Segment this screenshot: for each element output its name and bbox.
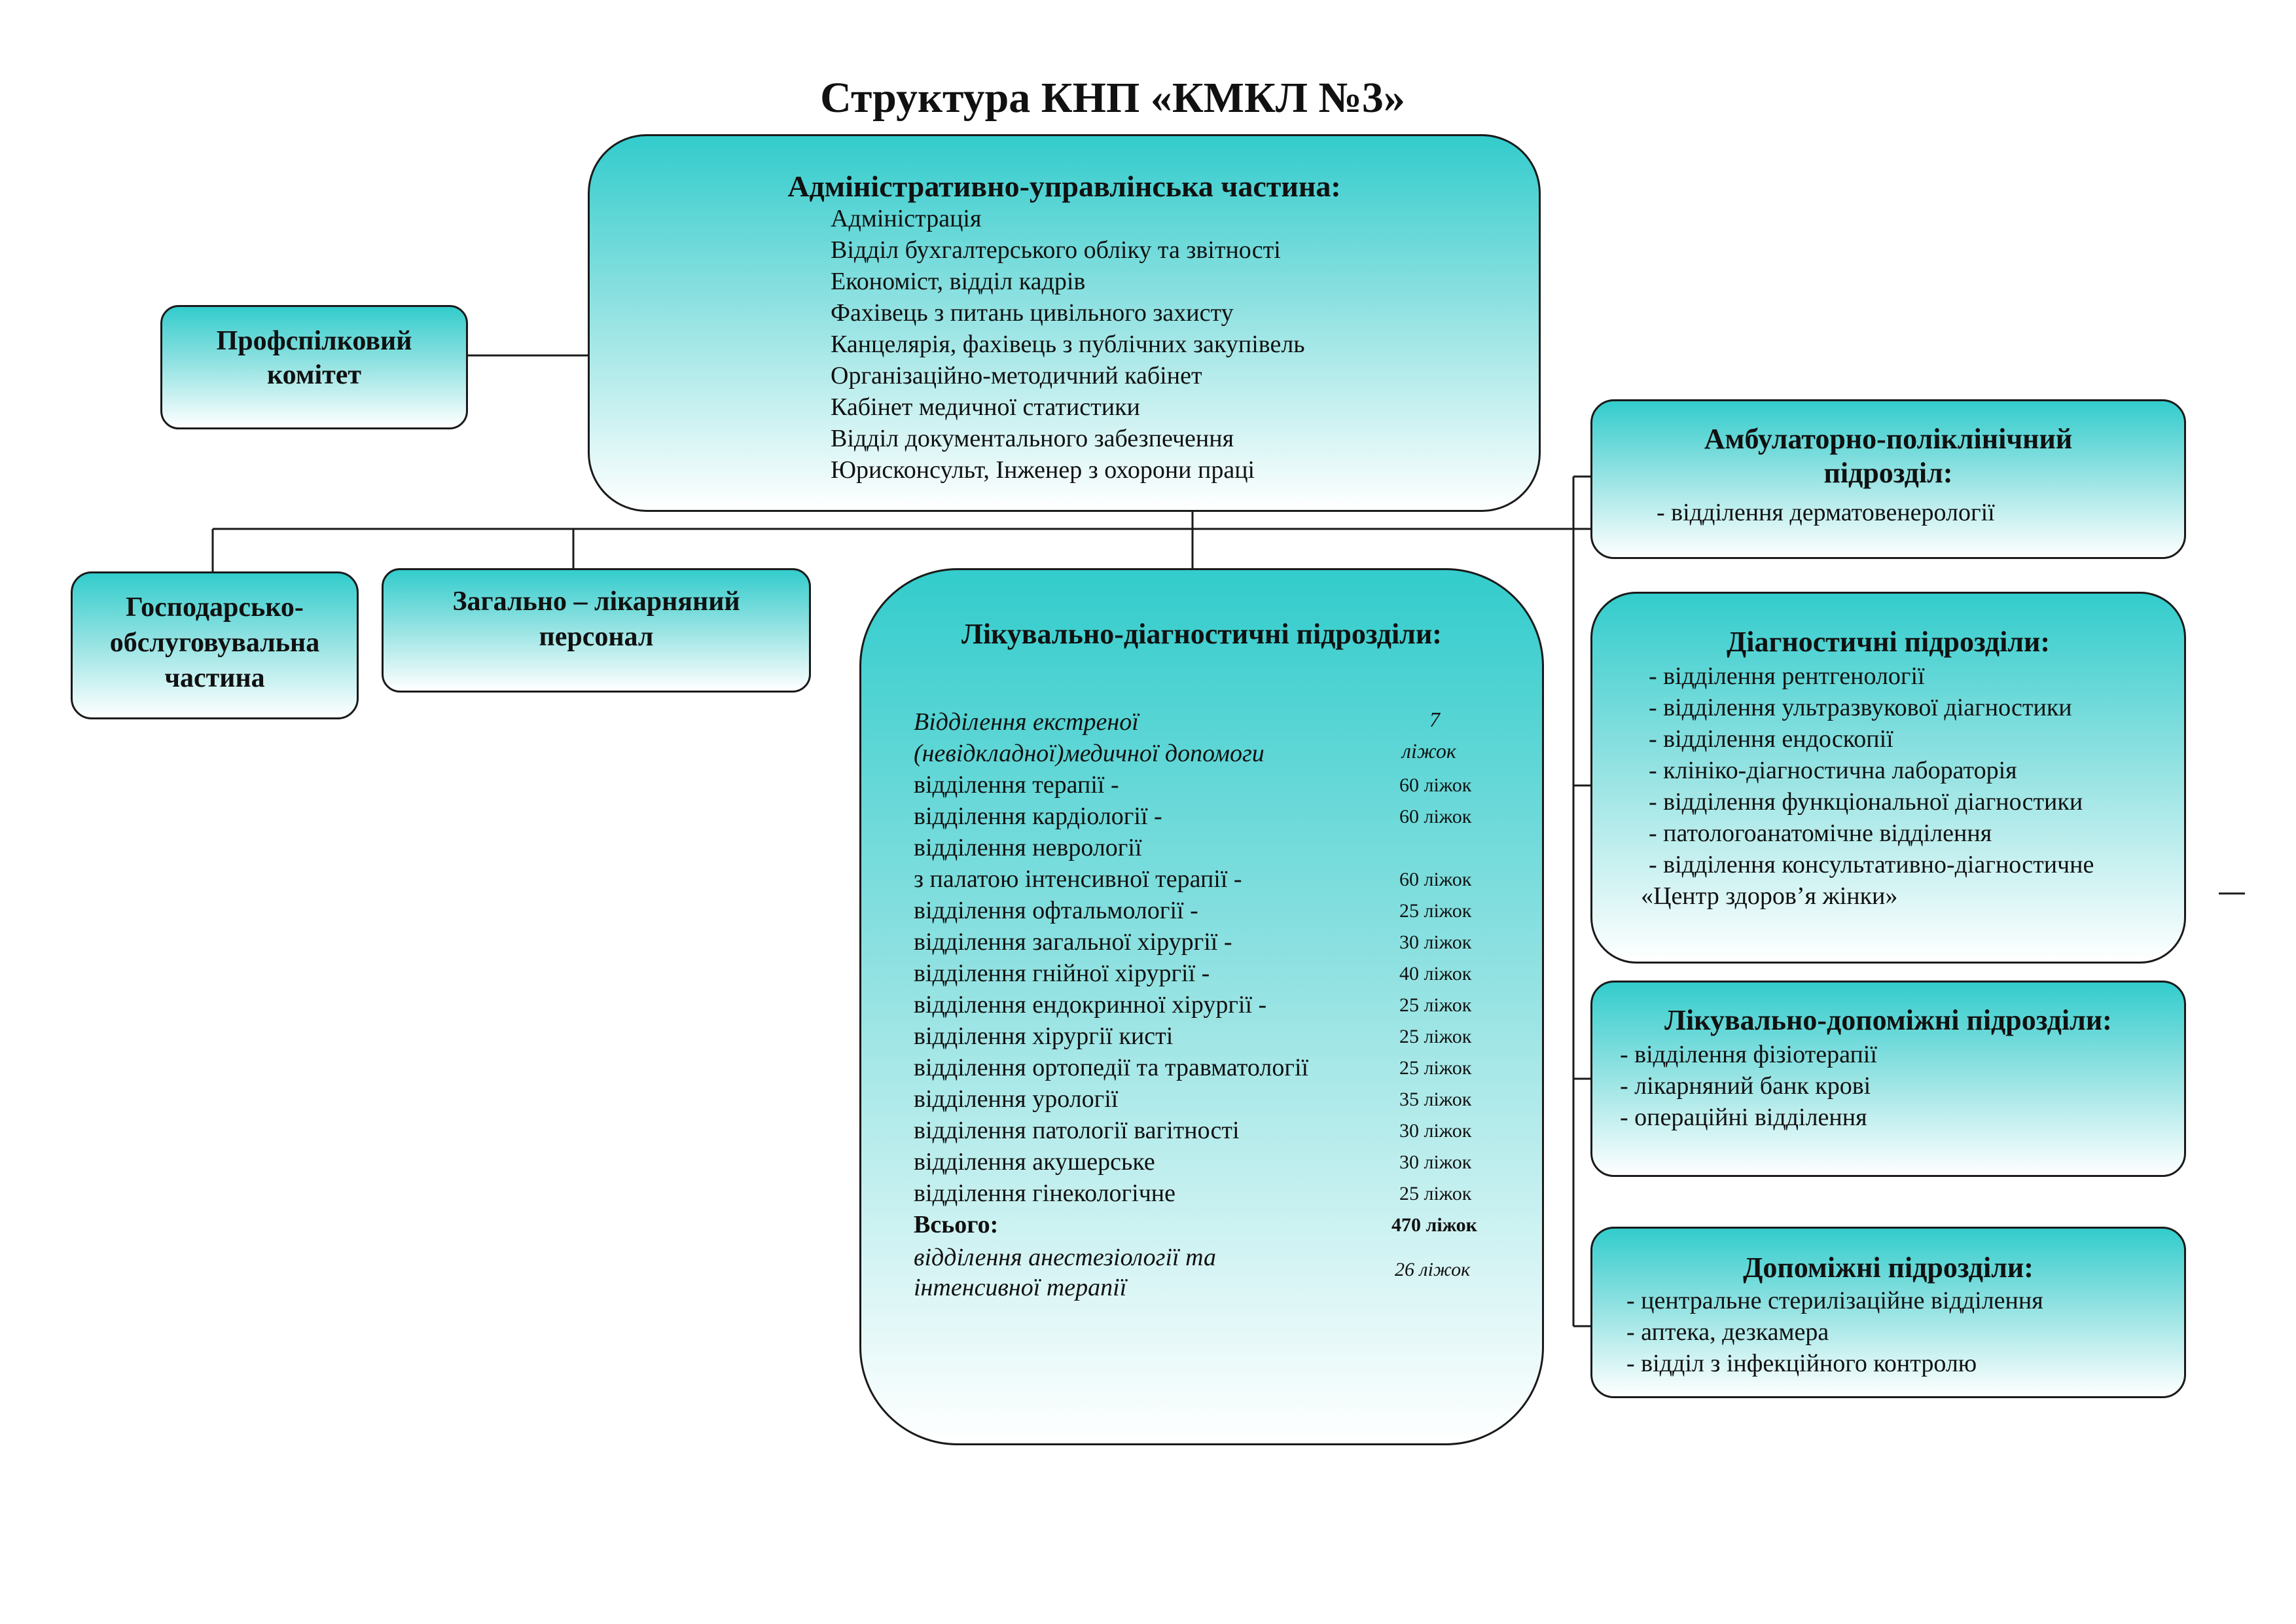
union-line1: Профспілковий <box>216 326 412 356</box>
ward-beds: 25 ліжок <box>1399 994 1472 1016</box>
ward-beds: 35 ліжок <box>1399 1089 1472 1110</box>
diagnostic-item: - відділення консультативно-діагностичне <box>1649 851 2094 878</box>
admin-item: Юрисконсульт, Інженер з охорони праці <box>831 456 1255 484</box>
total-beds: 470 ліжок <box>1391 1214 1477 1236</box>
auxiliary-treatment-box: Лікувально-допоміжні підрозділи: - відді… <box>1590 981 2186 1177</box>
ward-name: відділення неврології <box>914 834 1142 861</box>
ward-name: відділення патології вагітності <box>914 1117 1240 1144</box>
diagnostic-item: - відділення ультразвукової діагностики <box>1649 694 2072 721</box>
ward-beds: 30 ліжок <box>1399 1151 1472 1173</box>
ward-beds: 60 ліжок <box>1399 869 1472 890</box>
ward-name: відділення акушерське <box>914 1148 1155 1176</box>
emergency-beds-num: 7 <box>1429 708 1440 731</box>
diagnostic-item: - відділення ендоскопії <box>1649 725 1893 753</box>
household-box: Господарсько- обслуговувальна частина <box>71 571 359 719</box>
auxiliary-treatment-list: - відділення фізіотерапії - лікарняний б… <box>1620 1039 1877 1133</box>
diagnostic-list: - відділення рентгенології - відділення … <box>1641 660 2094 912</box>
household-line2: обслуговувальна <box>109 628 320 658</box>
ward-beds: 40 ліжок <box>1399 963 1472 984</box>
ward-name: відділення гнійної хірургії - <box>914 960 1210 987</box>
auxiliary-item: - відділ з інфекційного контролю <box>1626 1350 1977 1377</box>
diagnostic-item: - патологоанатомічне відділення <box>1649 820 1992 847</box>
ward-name: відділення урології <box>914 1085 1119 1113</box>
auxiliary-treatment-title: Лікувально-допоміжні підрозділи: <box>1664 1004 2112 1036</box>
ward-name: відділення хірургії кисті <box>914 1022 1174 1050</box>
general-line2: персонал <box>539 622 654 652</box>
admin-item: Організаційно-методичний кабінет <box>831 362 1202 389</box>
household-line3: частина <box>164 663 265 693</box>
ward-name: відділення офтальмології - <box>914 897 1198 924</box>
admin-box: Адміністративно-управлінська частина: Ад… <box>588 134 1541 512</box>
admin-item: Адміністрація <box>831 205 982 232</box>
auxiliary-item: - центральне стерилізаційне відділення <box>1626 1287 2043 1314</box>
total-label: Всього: <box>914 1211 999 1238</box>
ward-beds: 25 ліжок <box>1399 1057 1472 1079</box>
ambulatory-title-line2: підрозділ: <box>1823 457 1953 489</box>
ward-name: відділення терапії - <box>914 771 1119 799</box>
emergency-line1: Відділення екстреної <box>914 708 1139 736</box>
admin-item: Фахівець з питань цивільного захисту <box>831 299 1234 327</box>
emergency-beds-unit: ліжок <box>1402 739 1456 763</box>
page-title: Структура КНП «КМКЛ №3» <box>820 74 1405 122</box>
ambulatory-item: - відділення дерматовенерології <box>1657 499 1995 526</box>
admin-item: Кабінет медичної статистики <box>831 393 1140 421</box>
general-staff-box: Загально – лікарняний персонал <box>382 568 811 693</box>
icu-line1: відділення анестезіології та <box>914 1244 1217 1271</box>
ward-beds: 25 ліжок <box>1399 1026 1472 1047</box>
ambulatory-title-line1: Амбулаторно-поліклінічний <box>1704 423 2073 455</box>
admin-item: Економіст, відділ кадрів <box>831 268 1086 295</box>
auxiliary-title: Допоміжні підрозділи: <box>1743 1252 2034 1284</box>
union-committee-box: Профспілковий комітет <box>160 305 468 429</box>
diagnostic-box: Діагностичні підрозділи: - відділення ре… <box>1590 592 2186 964</box>
union-line2: комітет <box>266 360 362 390</box>
ward-beds: 30 ліжок <box>1399 931 1472 953</box>
admin-item: Канцелярія, фахівець з публічних закупів… <box>831 331 1305 358</box>
diagnostic-item: - відділення функціональної діагностики <box>1649 788 2083 816</box>
ward-name: відділення загальної хірургії - <box>914 928 1232 956</box>
icu-beds: 26 ліжок <box>1395 1259 1471 1280</box>
ward-beds: 25 ліжок <box>1399 1183 1472 1204</box>
auxiliary-treatment-item: - лікарняний банк крові <box>1620 1072 1871 1100</box>
diagnostic-item: - клініко-діагностична лабораторія <box>1649 757 2017 784</box>
ward-beds: 25 ліжок <box>1399 900 1472 922</box>
ambulatory-box: Амбулаторно-поліклінічний підрозділ: - в… <box>1590 399 2186 559</box>
ward-name: відділення ендокринної хірургії - <box>914 991 1267 1019</box>
ward-beds: 30 ліжок <box>1399 1120 1472 1142</box>
admin-list: Адміністрація Відділ бухгалтерського обл… <box>831 203 1305 486</box>
ward-beds: 60 ліжок <box>1399 806 1472 827</box>
admin-item: Відділ бухгалтерського обліку та звітнос… <box>831 236 1281 264</box>
admin-item: Відділ документального забезпечення <box>831 425 1234 452</box>
diagnostic-item: «Центр здоров’я жінки» <box>1641 882 1898 910</box>
ward-name: відділення ортопедії та травматології <box>914 1054 1309 1081</box>
diagnostic-item: - відділення рентгенології <box>1649 662 1925 690</box>
household-line1: Господарсько- <box>126 592 304 623</box>
diagnostic-title: Діагностичні підрозділи: <box>1726 626 2051 658</box>
treatment-box: Лікувально-діагностичні підрозділи: Відд… <box>859 568 1544 1445</box>
emergency-line2: (невідкладної)медичної допомоги <box>914 740 1265 767</box>
ward-beds: 60 ліжок <box>1399 774 1472 796</box>
auxiliary-treatment-item: - відділення фізіотерапії <box>1620 1041 1877 1068</box>
ward-name: відділення кардіології - <box>914 803 1162 830</box>
auxiliary-box: Допоміжні підрозділи: - центральне стери… <box>1590 1227 2186 1398</box>
icu-line2: інтенсивної терапії <box>914 1274 1127 1301</box>
ward-name: з палатою інтенсивної терапії - <box>914 865 1242 893</box>
auxiliary-treatment-item: - операційні відділення <box>1620 1104 1867 1131</box>
ward-name: відділення гінекологічне <box>914 1180 1176 1207</box>
admin-title: Адміністративно-управлінська частина: <box>787 170 1341 203</box>
auxiliary-list: - центральне стерилізаційне відділення -… <box>1626 1285 2043 1379</box>
treatment-title: Лікувально-діагностичні підрозділи: <box>961 618 1442 650</box>
ambulatory-list: - відділення дерматовенерології <box>1657 497 1995 528</box>
auxiliary-item: - аптека, дезкамера <box>1626 1318 1829 1346</box>
general-line1: Загально – лікарняний <box>452 586 740 617</box>
